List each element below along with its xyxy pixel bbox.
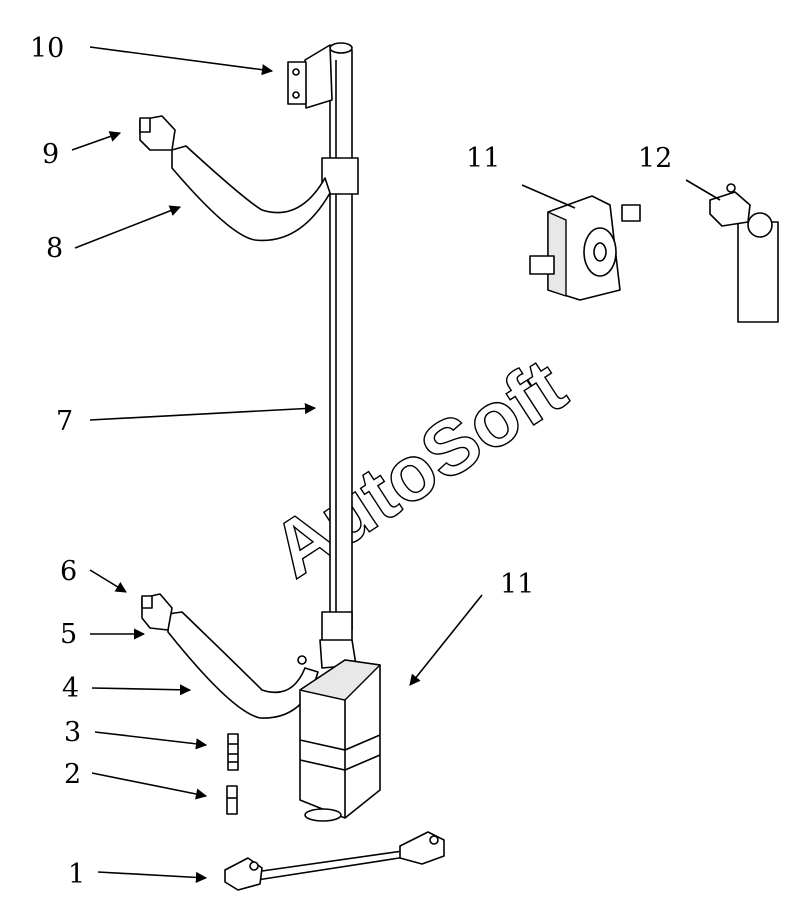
detail-part-11 [529, 195, 641, 301]
leader-11-top [521, 184, 576, 209]
callout-11-top: 11 [466, 143, 500, 174]
callout-9: 9 [42, 139, 59, 170]
top-bracket-part [287, 44, 333, 109]
callout-5: 5 [60, 619, 77, 650]
rod-part [224, 831, 445, 891]
leader-11-bottom [409, 594, 483, 686]
callout-2: 2 [64, 759, 81, 790]
leader-8 [74, 205, 182, 249]
leader-2 [91, 772, 208, 800]
leader-1 [97, 871, 208, 884]
leader-3 [94, 731, 208, 750]
callout-8: 8 [46, 233, 63, 264]
fitting-part-2 [226, 785, 238, 815]
leader-10 [89, 46, 274, 76]
callout-6: 6 [60, 556, 77, 587]
callout-7: 7 [56, 406, 73, 437]
mast-part [329, 42, 353, 631]
reservoir-part [299, 659, 381, 822]
callout-1: 1 [68, 859, 85, 890]
watermark: AutoSoft [256, 341, 580, 594]
callout-11-bottom: 11 [500, 569, 534, 600]
lower-arm-part [141, 593, 357, 719]
upper-arm-part [139, 115, 359, 242]
leader-7 [89, 402, 317, 421]
detail-part-12 [709, 183, 779, 323]
fitting-part-3 [227, 733, 239, 771]
leader-12 [685, 179, 721, 201]
callout-3: 3 [64, 717, 81, 748]
callout-10: 10 [30, 33, 64, 64]
leader-4 [91, 684, 192, 696]
callout-4: 4 [62, 673, 79, 704]
leader-9 [71, 131, 122, 151]
callout-12: 12 [638, 143, 672, 174]
leader-lines [71, 46, 721, 884]
leader-6 [89, 569, 127, 593]
